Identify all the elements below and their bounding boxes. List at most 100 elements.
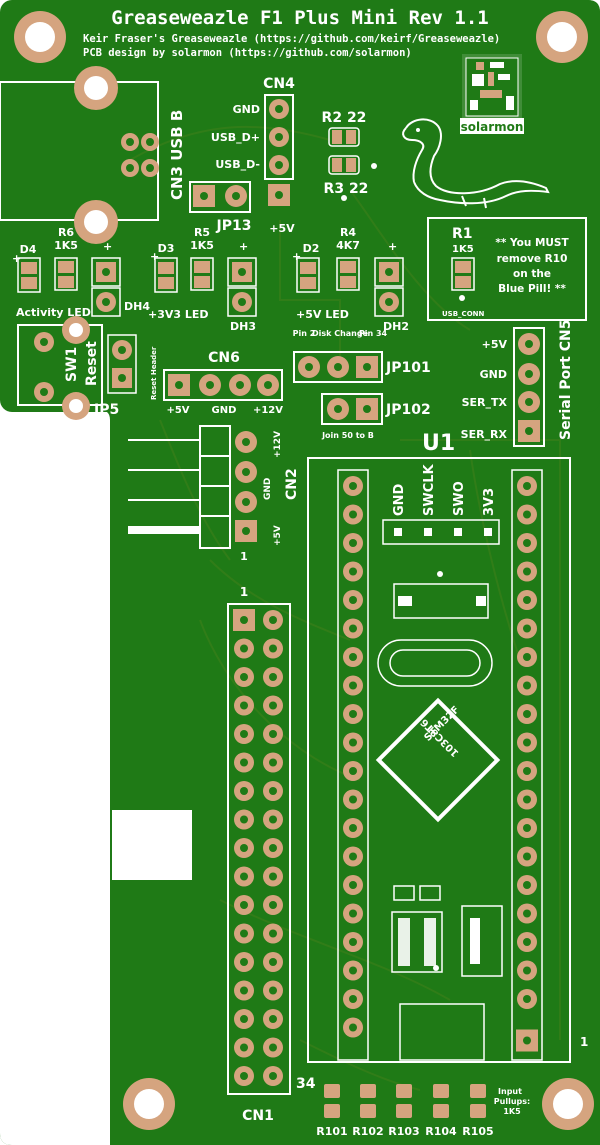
v5-led-label: +5V LED	[296, 308, 349, 321]
dh2-label: DH2	[383, 320, 409, 333]
pullup-note-1: Input	[498, 1087, 522, 1096]
r5-label: R5	[194, 226, 210, 239]
r6-label: R6	[58, 226, 74, 239]
cn4-header: CN4 GND USB_D+ USB_D- +5V	[211, 76, 295, 235]
swd-gnd: GND	[392, 483, 407, 516]
cn1-pad-29-drill	[240, 1015, 248, 1023]
jp101-disk: Disk Change	[312, 329, 369, 338]
r2-label: R2 22	[322, 110, 367, 126]
d2-label: D2	[303, 242, 320, 255]
cn1-pad-3-drill	[240, 644, 248, 653]
r1-warning-line-1: ** You MUST	[495, 237, 569, 249]
pullup-note-3: 1K5	[503, 1107, 521, 1116]
r101-pad-top	[324, 1084, 340, 1098]
jp101-pin2: Pin 2	[293, 329, 316, 338]
u1-left-pad-7-drill	[349, 653, 357, 661]
cn2-pin-5v: +5V	[273, 525, 283, 546]
cn4-title: CN4	[263, 76, 295, 92]
u1-pin-one: 1	[580, 1035, 588, 1049]
cn2-pin-gnd: GND	[263, 478, 273, 500]
u1-left-pad-11-drill	[349, 767, 357, 775]
u1-right-pad-4-drill	[523, 567, 531, 576]
d4-label: D4	[20, 243, 37, 256]
d2-plus: +	[292, 250, 301, 263]
u1-right-pad-3-drill	[523, 539, 531, 547]
cn5-serial-port: +5V GND SER_TX SER_RX Serial Port CN5	[461, 320, 574, 447]
r103-pad-bottom	[396, 1104, 412, 1118]
cn2-power-header: +12V GND +5V CN2 1	[128, 425, 300, 563]
cn4-pin-gnd: GND	[233, 103, 260, 116]
cn1-pad-31-drill	[240, 1043, 248, 1052]
cn4-pin-usb-dplus: USB_D+	[211, 131, 260, 144]
jp101-pin34: Pin 34	[359, 329, 388, 338]
u1-right-pad-5-drill	[523, 596, 531, 604]
cn4-pin-usb-dminus: USB_D-	[215, 158, 260, 171]
jp102-join: Join 50 to B	[321, 431, 374, 440]
u1-right-pins	[516, 476, 538, 1052]
cn1-pad-25-drill	[240, 958, 248, 966]
cn1-pad-16-drill	[269, 815, 277, 824]
u1-blue-pill: U1 GND SWCLK SWO 3V3 STM32F 103C8T6 1	[307, 431, 588, 1063]
sw1-label: SW1	[64, 347, 80, 382]
r104-pad-top	[433, 1084, 449, 1098]
cn1-pad-13-drill	[240, 787, 248, 795]
u1-right-pad-6-drill	[523, 624, 531, 633]
r1-warning-box: R1 1K5 USB_CONN ** You MUST remove R10 o…	[427, 217, 587, 321]
r1-conn: USB_CONN	[442, 310, 485, 318]
u1-right-pad-19-drill	[523, 995, 531, 1003]
usb-b-connector: CN3 USB B	[0, 66, 186, 244]
dh3-label: DH3	[230, 320, 256, 333]
credit-line-2: PCB design by solarmon (https://github.c…	[83, 47, 412, 59]
cn1-pad-32-drill	[269, 1043, 277, 1052]
jp13-label: JP13	[216, 218, 252, 234]
credit-line-1: Keir Fraser's Greaseweazle (https://gith…	[83, 33, 500, 45]
cn5-pin-ser-tx: SER_TX	[462, 396, 508, 409]
u1-right-pad-11-drill	[523, 767, 531, 775]
u1-right-pad-1-drill	[523, 482, 531, 490]
r102-pad-top	[360, 1084, 376, 1098]
cn1-pad-17-drill	[240, 844, 248, 852]
cn1-pad-12-drill	[269, 758, 277, 767]
r103-pad-top	[396, 1084, 412, 1098]
swd-swo: SWO	[452, 481, 467, 516]
u1-left-pad-2-drill	[349, 510, 357, 519]
cn1-pad-21-drill	[240, 901, 248, 909]
swd-3v3: 3V3	[482, 488, 497, 516]
cn6-title: CN6	[208, 350, 240, 366]
cn6-pin-gnd: GND	[212, 405, 237, 416]
pullup-resistor-pads	[324, 1084, 486, 1118]
sw1-reset-switch: SW1 Reset JP5 Reset Header	[17, 316, 158, 420]
r3-label: R3 22	[324, 181, 369, 197]
r101-pad-bottom	[324, 1104, 340, 1118]
logo-text: solarmon	[461, 120, 524, 134]
activity-led-label: Activity LED	[16, 306, 91, 319]
jp102-label: JP102	[385, 402, 431, 418]
cn1-pad-2-drill	[269, 616, 277, 624]
u1-right-pad-7-drill	[523, 653, 531, 661]
cn2-pin-one: 1	[240, 550, 248, 563]
cn1-pin-34: 34	[296, 1076, 316, 1092]
r105-label: R105	[462, 1125, 493, 1138]
v33-plus: +	[239, 240, 248, 253]
cn1-pad-33-drill	[240, 1072, 248, 1080]
u1-right-pad-13-drill	[523, 824, 531, 832]
d3-label: D3	[158, 242, 175, 255]
u1-right-pad-14-drill	[523, 852, 531, 861]
solarmon-logo: solarmon	[460, 54, 524, 134]
cn6-pin-12v: +12V	[253, 405, 283, 416]
cn5-pin-gnd: GND	[480, 368, 507, 381]
u1-left-pad-6-drill	[349, 624, 357, 633]
cn1-floppy-header: 1 34 CN1	[227, 585, 316, 1124]
board-title: Greaseweazle F1 Plus Mini Rev 1.1	[111, 7, 489, 29]
cn6-header: CN6 +5V GND +12V	[163, 350, 283, 416]
r1-warning-line-2: remove R10	[497, 253, 568, 265]
cn1-pins	[233, 609, 283, 1086]
cn1-pad-34-drill	[269, 1072, 277, 1080]
r1-label: R1	[452, 226, 473, 242]
cn5-pin-ser-rx: SER_RX	[461, 428, 508, 441]
u1-left-pad-13-drill	[349, 824, 357, 832]
u1-left-pad-8-drill	[349, 681, 357, 690]
v33-led-label: +3V3 LED	[148, 308, 209, 321]
u1-left-pad-14-drill	[349, 852, 357, 861]
cn6-pin-5v: +5V	[166, 405, 189, 416]
